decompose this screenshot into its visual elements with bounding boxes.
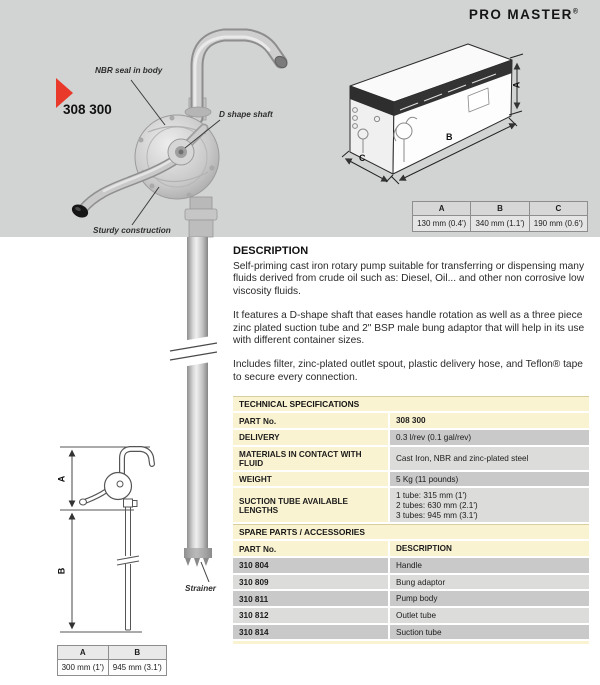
spare-part-description: Suction tube [390, 624, 589, 640]
pump-dims-value-a: 300 mm (1') [57, 659, 109, 676]
spec-row-materials: MATERIALS IN CONTACT WITH FLUID Cast Iro… [233, 446, 589, 470]
spare-part-number: 310 814 [233, 624, 388, 640]
box-dim-label-c: C [359, 153, 366, 163]
spec-value: 308 300 [390, 413, 589, 428]
strainer-icon [184, 548, 212, 567]
description-paragraph: It features a D-shape shaft that eases h… [233, 310, 585, 347]
pump-dims-header-a: A [57, 645, 109, 660]
red-arrow-icon [56, 78, 73, 108]
spare-parts-header: SPARE PARTS / ACCESSORIES [233, 524, 589, 540]
spare-col-description: DESCRIPTION [390, 541, 589, 556]
product-code: 308 300 [63, 102, 112, 117]
callout-d-shape-shaft: D shape shaft [219, 110, 273, 119]
suction-tube-illustration [169, 237, 218, 567]
registered-mark: ® [572, 8, 578, 16]
spare-part-description: Handle [390, 557, 589, 573]
spec-label: PART No. [233, 413, 388, 428]
brand-logo: PRO MASTER® [469, 7, 578, 22]
spec-row-weight: WEIGHT 5 Kg (11 pounds) [233, 471, 589, 487]
description-paragraph: Includes filter, zinc-plated outlet spou… [233, 359, 583, 383]
spare-part-number: 310 804 [233, 557, 388, 573]
box-dims-header-c: C [528, 201, 589, 216]
spare-part-row: 310 811 Pump body [233, 591, 589, 606]
spare-part-number: 310 812 [233, 607, 388, 623]
box-dims-header-b: B [470, 201, 530, 216]
spare-part-row: 310 809 Bung adaptor [233, 574, 589, 590]
spec-value: 5 Kg (11 pounds) [390, 471, 589, 487]
spec-value: Cast Iron, NBR and zinc-plated steel [390, 446, 589, 470]
description-title: DESCRIPTION [233, 245, 309, 257]
content-column: DESCRIPTION Self-priming cast iron rotar… [233, 245, 589, 645]
spare-parts-column-header-row: PART No. DESCRIPTION [233, 541, 589, 556]
pump-dimensions-table: A B 300 mm (1') 945 mm (3.1') [57, 645, 168, 676]
box-dims-value-c: 190 mm (0.6') [528, 215, 589, 232]
spare-part-description: Bung adaptor [390, 574, 589, 590]
pump-dims-value-b: 945 mm (3.1') [107, 659, 168, 676]
box-dims-value-a: 130 mm (0.4') [411, 215, 472, 232]
box-dim-label-b: B [446, 132, 453, 142]
spare-part-row: 310 814 Suction tube [233, 624, 589, 640]
spare-col-part: PART No. [233, 541, 388, 556]
table-bottom-strip [233, 641, 589, 645]
callout-sturdy-construction: Sturdy construction [93, 226, 171, 235]
pump-outline-drawing [60, 446, 155, 633]
callout-nbr-seal: NBR seal in body [95, 66, 163, 75]
spec-label: MATERIALS IN CONTACT WITH FLUID [233, 446, 388, 470]
tech-specs-header: TECHNICAL SPECIFICATIONS [233, 396, 589, 412]
spec-label: DELIVERY [233, 429, 388, 445]
spec-label: SUCTION TUBE AVAILABLE LENGTHS [233, 488, 388, 523]
spare-part-row: 310 804 Handle [233, 557, 589, 573]
drawing-dim-label-a: A [56, 475, 67, 483]
spec-label: WEIGHT [233, 471, 388, 487]
box-dimensions-table: A B C 130 mm (0.4') 340 mm (1.1') 190 mm… [411, 201, 589, 232]
box-dims-value-b: 340 mm (1.1') [470, 215, 530, 232]
spec-value: 0.3 l/rev (0.1 gal/rev) [390, 429, 589, 445]
spec-value: 1 tube: 315 mm (1') 2 tubes: 630 mm (2.1… [390, 488, 589, 523]
box-dims-header-a: A [411, 201, 472, 216]
box-dim-label-a: A [511, 81, 522, 89]
spare-part-number: 310 809 [233, 574, 388, 590]
spec-row-delivery: DELIVERY 0.3 l/rev (0.1 gal/rev) [233, 429, 589, 445]
description-paragraph: Self-priming cast iron rotary pump suita… [233, 261, 585, 297]
spare-part-description: Pump body [390, 591, 589, 606]
drawing-dim-label-b: B [56, 567, 67, 575]
spare-part-row: 310 812 Outlet tube [233, 607, 589, 623]
spec-row-suction-lengths: SUCTION TUBE AVAILABLE LENGTHS 1 tube: 3… [233, 488, 589, 523]
spare-part-number: 310 811 [233, 591, 388, 606]
callout-strainer: Strainer [185, 584, 216, 593]
spare-part-description: Outlet tube [390, 607, 589, 623]
pump-dims-header-b: B [107, 645, 168, 660]
spec-row-part-no: PART No. 308 300 [233, 413, 589, 428]
brand-name: PRO MASTER [468, 7, 573, 22]
